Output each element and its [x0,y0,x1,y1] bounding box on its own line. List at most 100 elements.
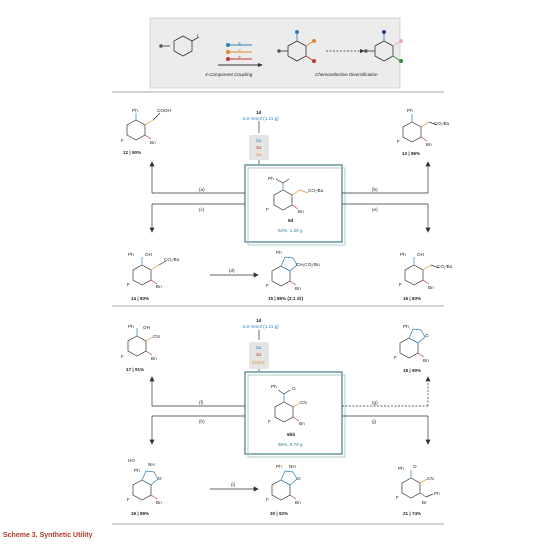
product-16-yield: 16 | 83% [403,296,422,301]
product-13-bn: Bn [426,142,432,147]
product-18-o: O [425,333,429,338]
product-13-f: F [397,139,400,144]
product-15-f: F [266,283,269,288]
bottom-reagent-2: 3a [256,352,262,357]
product-16-bn: Bn [428,285,434,290]
diversification-label: Chemoselective Diversification [315,72,378,77]
product-21-yield: 21 | 74% [403,511,422,516]
reagent-y-label: Y [238,48,242,53]
product-20-ph: Ph [276,464,282,469]
product-20-yield: 20 | 92% [270,511,289,516]
product-19-o: O [158,476,162,481]
bottom-start-label: 1d [256,318,262,323]
product-13-structure [402,114,438,143]
top-reagent-3: 4a [256,152,262,157]
core-5d-ester: CO₂ᵗBu [308,188,324,193]
product-14-oh: OH [145,252,152,257]
reagent-z-label: Z [238,55,241,60]
product-18-bn: Bn [423,358,429,363]
product-19-nh: NH [148,462,155,467]
core-5d-structure [273,178,309,211]
arrow-e-label: (e) [372,207,378,212]
overview-panel [149,17,401,89]
product-21-structure [401,470,434,499]
product-19-structure [132,470,159,501]
arrow-i-label: (i) [231,482,236,487]
core-5bb-o: O [292,386,296,391]
top-scale: 5.0 mmol (1.11 g) [243,116,279,121]
product-14-f: F [127,282,130,287]
product-20-structure [271,470,298,501]
product-21-o: O [413,464,417,469]
arrow-g-label: (g) [372,400,378,405]
product-19-yield: 19 | 89% [131,511,150,516]
product-15-yield: 15 | 85% (2:1 dr) [268,296,303,301]
product-12-f: F [121,138,124,143]
product-20-o: O [297,476,301,481]
arrow-a-label: (a) [199,187,205,192]
bottom-reagent-1: 2a [256,345,262,350]
product-15-structure [271,256,298,287]
arrow-b-label: (b) [372,187,378,192]
product-20-f: F [266,497,269,502]
product-18-yield: 18 | 90% [403,368,422,373]
product-21-br: Br [422,500,427,505]
core-5d-yield: 62%, 1.29 g [278,228,303,233]
core-5d-label: 5d [288,218,294,223]
product-18-f: F [394,355,397,360]
product-14-ph: Ph [128,252,134,257]
product-12-ph: Ph [132,108,138,113]
bottom-reagent-3: CuCN [252,360,265,365]
product-21-ph: Ph [398,466,404,471]
product-14-yield: 14 | 83% [131,296,150,301]
core-5bb-structure [274,389,301,423]
coupling-label: 4-Component Coupling [205,72,253,77]
arrow-j-label: (j) [372,419,377,424]
bottom-core-box [244,371,343,455]
product-12-subst: COOH [157,108,171,113]
bottom-reagent-pill [249,342,269,369]
product-19-ho: HO [128,458,135,463]
product-20-nh: NH [289,464,296,469]
top-reagent-pill [249,135,269,160]
bottom-scale: 5.0 mmol (1.11 g) [243,324,279,329]
product-17-yield: 17 | 91% [126,367,145,372]
core-5bb-yield: 56%, 0.79 g [278,442,303,447]
product-14-bn: Bn [156,284,162,289]
aryl-iodide-structure [159,35,200,57]
product-13-yield: 13 | 86% [402,151,421,156]
product-20-bn: Bn [295,500,301,505]
product-19-f: F [127,497,130,502]
product-17-cn: CN [153,334,160,339]
core-5d-ph: Ph [268,176,274,181]
product-13-subst: CO₂ᵗBu [434,121,450,126]
product-21-ph2: Ph [434,491,440,496]
top-reagent-1: 2a [256,138,262,143]
diversified-product-structure [364,30,403,63]
product-15-bn: Bn [295,286,301,291]
core-5bb-cn: CN [300,400,307,405]
reagent-arrows [218,43,263,67]
core-5bb-bn: Bn [299,421,305,426]
core-5d-f: F [266,207,269,212]
iodide-label: I [197,33,199,38]
product-16-f: F [399,282,402,287]
top-reaction-arrows [149,161,431,278]
product-12-yield: 12 | 90% [123,150,142,155]
product-16-structure [404,257,440,286]
product-12-bn: Bn [150,140,156,145]
product-15-subst: CH₂CO₂ᵗBu [296,262,320,267]
product-17-oh: OH [143,325,150,330]
product-18-structure [399,328,426,359]
product-14-subst: CO₂ᵗBu [164,257,180,262]
product-12-structure [126,112,161,141]
product-14-structure [132,257,167,286]
top-reagent-2: 3a [256,145,262,150]
product-15-ph: Ph [276,250,282,255]
bottom-reaction-arrows [149,376,431,492]
product-21-f: F [396,495,399,500]
product-13-ph: Ph [407,108,413,113]
product-18-ph: Ph [403,324,409,329]
scheme-caption: Scheme 3. Synthetic Utility [3,532,93,539]
